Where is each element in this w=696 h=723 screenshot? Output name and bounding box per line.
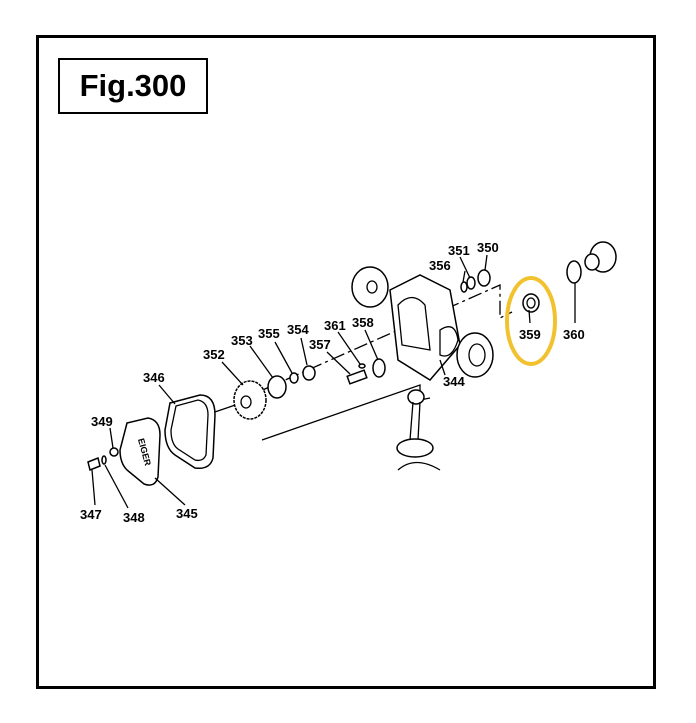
leader-lines (91, 254, 576, 509)
part-355-ring (289, 372, 299, 384)
label-358: 358 (352, 315, 374, 330)
gear-housing-344 (389, 274, 461, 381)
connecting-rod (396, 389, 441, 471)
part-349-screw (109, 447, 119, 457)
part-345-cover: EIGER (119, 417, 161, 486)
label-348: 348 (123, 510, 145, 525)
part-360-pulley (566, 241, 617, 284)
label-350: 350 (477, 240, 499, 255)
part-347-bolt (87, 456, 101, 472)
diagram-frame (36, 35, 656, 689)
part-352-gear (233, 380, 267, 420)
part-labels: 351 350 356 359 360 361 358 354 355 353 … (80, 240, 585, 525)
part-353-bearing (267, 375, 287, 399)
flange-cover (351, 266, 389, 308)
label-352: 352 (203, 347, 225, 362)
label-344: 344 (443, 374, 465, 389)
label-346: 346 (143, 370, 165, 385)
highlight-circle-359 (505, 276, 557, 366)
part-346-gasket (164, 394, 216, 470)
label-349: 349 (91, 414, 113, 429)
label-359: 359 (519, 327, 541, 342)
part-350-bearing (477, 269, 491, 287)
part-358-bearing (372, 358, 386, 378)
part-348-washer (101, 455, 107, 465)
label-357: 357 (309, 337, 331, 352)
label-360: 360 (563, 327, 585, 342)
figure-title: Fig.300 (58, 58, 208, 114)
part-361-key (358, 363, 366, 369)
part-357-shaft (346, 369, 368, 385)
label-354: 354 (287, 322, 309, 337)
label-355: 355 (258, 326, 280, 341)
part-356-ring (460, 281, 468, 293)
label-345: 345 (176, 506, 198, 521)
label-356: 356 (429, 258, 451, 273)
part-354-bearing (302, 365, 316, 381)
side-flange (456, 332, 494, 378)
part-351-ring (466, 276, 476, 290)
label-353: 353 (231, 333, 253, 348)
part-359-seal (522, 293, 540, 313)
label-347: 347 (80, 507, 102, 522)
label-351: 351 (448, 243, 470, 258)
label-361: 361 (324, 318, 346, 333)
